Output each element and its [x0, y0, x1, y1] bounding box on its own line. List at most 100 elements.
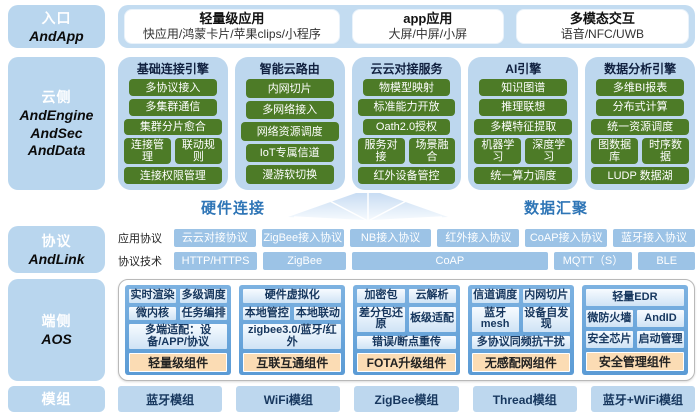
cloud-column-title: 基础连接引擎: [136, 62, 209, 76]
cloud-column-title: AI引擎: [505, 62, 542, 76]
cloud-item: 多协议接入: [129, 79, 217, 96]
cloud-item: IoT专属信道: [245, 143, 334, 163]
cloud-column-cloud-cloud-service: 云云对接服务 物模型映射 标准能力开放 Oath2.0授权 服务对接 场景融合 …: [351, 57, 462, 190]
aos-item: 差分包还原: [357, 306, 405, 332]
aos-footer: 无感配网组件: [471, 353, 570, 373]
entry-label-cn: 入口: [41, 9, 72, 26]
aos-item: 加密包: [357, 289, 405, 303]
cloud-column-title: 云云对接服务: [370, 62, 443, 76]
cloud-column-ai-engine: AI引擎 知识图谱 推理联想 多模特征提取 机器学习 深度学习 统一算力调度: [468, 57, 579, 190]
cloud-item: 分布式计算: [596, 99, 684, 116]
cloud-side-label: 云侧 AndEngine AndSec AndData: [8, 57, 105, 190]
protocol-chip: ZigBee接入协议: [261, 228, 344, 248]
modules-side-label: 模组: [8, 386, 105, 412]
aos-item: AndID: [636, 310, 685, 327]
aos-footer: 互联互通组件: [243, 353, 342, 373]
cloud-item: LUDP 数据湖: [591, 167, 689, 185]
aos-column-lightweight: 实时渲染 多级调度 微内核 任务编排 多端适配：设备/APP/协议 轻量级组件: [125, 285, 232, 375]
aos-item: 任务编排: [180, 306, 228, 321]
module-chip: ZigBee模组: [354, 386, 459, 412]
cloud-column-basic-connection-engine: 基础连接引擎 多协议接入 多集群通信 集群分片愈合 连接管理 联动规则 连接权限…: [118, 57, 228, 190]
cloud-item: 多网络接入: [245, 100, 334, 120]
module-chip: 蓝牙模组: [118, 386, 223, 412]
aos-item: 本地联动: [294, 306, 342, 321]
protocol-side-label: 协议 AndLink: [8, 226, 105, 273]
cloud-label-cn: 云侧: [41, 89, 72, 106]
application-protocol-row: 应用协议 云云对接协议 ZigBee接入协议 NB接入协议 红外接入协议 CoA…: [118, 228, 695, 248]
aos-footer: FOTA升级组件: [357, 353, 456, 373]
aos-column-fota-upgrade: 加密包 云解析 差分包还原 板级适配 错误/断点重传 FOTA升级组件: [353, 285, 460, 375]
module-chip: 蓝牙+WiFi模组: [590, 386, 696, 412]
cloud-column-data-analysis-engine: 数据分析引擎 多维BI报表 分布式计算 统一资源调度 图数据库 时序数据 LUD…: [585, 57, 695, 190]
protocol-chip: MQTT（S）: [553, 251, 633, 271]
aos-item: 本地管控: [243, 306, 291, 321]
protocol-technology-row: 协议技术 HTTP/HTTPS ZigBee CoAP MQTT（S） BLE: [118, 251, 695, 271]
cloud-item: 连接管理: [124, 138, 171, 165]
cloud-item: Oath2.0授权: [362, 118, 451, 136]
protocol-label-en: AndLink: [28, 250, 85, 267]
aos-item: 板级适配: [408, 306, 456, 332]
aos-side-label: 端侧 AOS: [8, 279, 105, 381]
aos-item: 硬件虚拟化: [243, 289, 342, 303]
protocol-chip: 蓝牙接入协议: [613, 228, 695, 248]
aos-item: 多端适配：设备/APP/协议: [129, 324, 228, 350]
application-protocol-label: 应用协议: [118, 233, 162, 245]
cloud-item: 标准能力开放: [357, 99, 456, 116]
modules-row: 模组 蓝牙模组 WiFi模组 ZigBee模组 Thread模组 蓝牙+WiFi…: [8, 386, 696, 412]
cloud-item: 物模型映射: [362, 79, 451, 96]
cloud-item: 图数据库: [591, 138, 639, 165]
cloud-item: 服务对接: [357, 138, 405, 165]
aos-item: 安全芯片: [585, 331, 633, 348]
cloud-item: 场景融合: [408, 138, 456, 165]
protocol-chip: BLE: [638, 251, 695, 271]
aos-column-security-management: 轻量EDR 微防火墙 AndID 安全芯片 启动管理 安全管理组件: [581, 285, 689, 375]
aos-components-container: 实时渲染 多级调度 微内核 任务编排 多端适配：设备/APP/协议 轻量级组件 …: [118, 279, 695, 381]
aos-item: 蓝牙mesh: [471, 306, 519, 332]
entry-row: 入口 AndApp 轻量级应用 快应用/鸿蒙卡片/苹果clips/小程序 app…: [8, 5, 695, 48]
module-chip: WiFi模组: [236, 386, 341, 412]
cloud-item: 多维BI报表: [596, 79, 684, 96]
cloud-row: 云侧 AndEngine AndSec AndData 基础连接引擎 多协议接入…: [8, 57, 695, 190]
cloud-item: 时序数据: [642, 138, 689, 165]
cloud-item: 统一资源调度: [591, 118, 689, 136]
entry-box-title: 多模态交互: [569, 10, 635, 26]
aos-item: 微防火墙: [585, 310, 633, 327]
entry-apps-container: 轻量级应用 快应用/鸿蒙卡片/苹果clips/小程序 app应用 大屏/中屏/小…: [118, 5, 695, 48]
cloud-item: 内网切片: [245, 79, 334, 98]
cloud-item: 联动规则: [174, 138, 222, 165]
aos-item: 多级调度: [180, 289, 228, 303]
aos-label-en: AOS: [41, 331, 72, 348]
cloud-item: 推理联想: [479, 99, 568, 116]
protocol-chip: 红外接入协议: [437, 228, 520, 248]
protocol-technology-label: 协议技术: [118, 256, 162, 268]
cloud-column-title: 智能云路由: [259, 62, 320, 76]
aos-column-interconnection: 硬件虚拟化 本地管控 本地联动 zigbee3.0/蓝牙/红外 互联互通组件: [239, 285, 346, 375]
cloud-item: 集群分片愈合: [124, 118, 222, 136]
protocol-row: 协议 AndLink 应用协议 云云对接协议 ZigBee接入协议 NB接入协议…: [8, 226, 695, 273]
protocol-chip: CoAP接入协议: [525, 228, 608, 248]
data-aggregation-label: 数据汇聚: [524, 200, 589, 217]
aos-item: 错误/断点重传: [357, 335, 456, 350]
aos-item: 信道调度: [471, 289, 519, 303]
entry-box-subtitle: 语音/NFC/UWB: [560, 27, 645, 42]
aos-item: 实时渲染: [129, 289, 177, 303]
cloud-item: 连接权限管理: [124, 167, 222, 185]
protocol-chip: NB接入协议: [349, 228, 432, 248]
aos-row: 端侧 AOS 实时渲染 多级调度 微内核 任务编排 多端适配：设备/APP/协议…: [8, 279, 695, 381]
entry-box-title: 轻量级应用: [199, 10, 265, 26]
entry-box-title: app应用: [403, 10, 453, 26]
aos-item: 微内核: [129, 306, 177, 321]
aos-footer: 轻量级组件: [129, 353, 228, 373]
protocol-chip: HTTP/HTTPS: [174, 251, 258, 271]
entry-box-subtitle: 大屏/中屏/小屏: [388, 27, 468, 42]
aos-item: zigbee3.0/蓝牙/红外: [243, 324, 342, 350]
cloud-item: 知识图谱: [479, 79, 568, 96]
entry-box-lightweight-app: 轻量级应用 快应用/鸿蒙卡片/苹果clips/小程序: [124, 9, 340, 44]
cloud-item: 红外设备管控: [357, 167, 456, 185]
aos-item: 轻量EDR: [585, 289, 685, 306]
aos-item: 设备自发现: [522, 306, 570, 332]
aos-item: 云解析: [408, 289, 456, 303]
cloud-item: 漫游软切换: [245, 165, 334, 184]
cloud-item: 多模特征提取: [474, 118, 573, 136]
